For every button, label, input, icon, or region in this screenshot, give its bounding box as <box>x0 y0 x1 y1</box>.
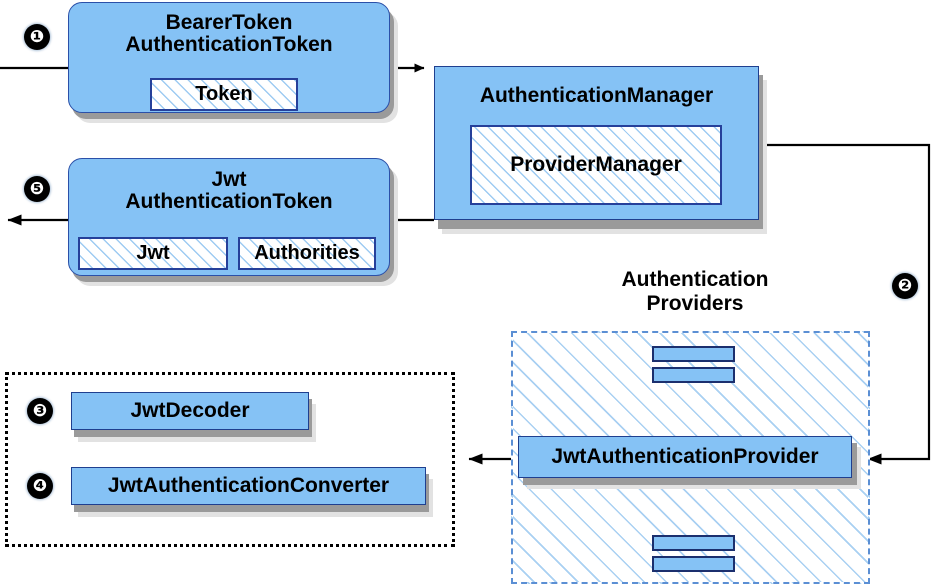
bearer-token-inner-token-box[interactable]: Token <box>150 78 298 111</box>
authentication-providers-caption-line2: Providers <box>646 291 744 315</box>
jwt-token-title-line1: Jwt <box>211 168 247 191</box>
authorities-label: Authorities <box>254 242 360 264</box>
provider-manager-label: ProviderManager <box>510 153 682 176</box>
node-jwt-authentication-provider[interactable]: JwtAuthenticationProvider <box>518 436 852 478</box>
node-jwt-decoder[interactable]: JwtDecoder <box>71 392 309 430</box>
jwt-token-inner-jwt-box[interactable]: Jwt <box>78 237 228 270</box>
provider-stub-bar-top-2 <box>652 367 735 383</box>
authentication-providers-caption: Authentication Providers <box>590 268 800 315</box>
jwt-authentication-provider-label: JwtAuthenticationProvider <box>551 445 819 468</box>
badge-1: ❶ <box>24 24 50 50</box>
jwt-token-title: Jwt AuthenticationToken <box>69 168 389 214</box>
provider-manager-inner-box[interactable]: ProviderManager <box>470 125 722 205</box>
jwt-label: Jwt <box>136 242 170 264</box>
jwt-token-inner-authorities-box[interactable]: Authorities <box>238 237 376 270</box>
authentication-manager-title: AuthenticationManager <box>435 84 758 107</box>
authentication-manager-title-text: AuthenticationManager <box>479 84 714 107</box>
badge-2: ❷ <box>892 273 918 299</box>
provider-stub-bar-bottom-1 <box>652 535 735 551</box>
jwt-authentication-converter-label: JwtAuthenticationConverter <box>107 474 390 497</box>
authentication-providers-caption-line1: Authentication <box>621 268 769 291</box>
badge-5: ❺ <box>24 176 50 202</box>
jwt-decoder-label: JwtDecoder <box>130 399 250 422</box>
token-label: Token <box>195 83 253 105</box>
bearer-token-title-line2: AuthenticationToken <box>125 33 333 57</box>
bearer-token-title-line1: BearerToken <box>165 11 293 34</box>
bearer-token-title: BearerToken AuthenticationToken <box>69 11 389 57</box>
provider-stub-bar-bottom-2 <box>652 556 735 572</box>
badge-4: ❹ <box>27 473 53 499</box>
jwt-support-container <box>5 372 455 547</box>
provider-stub-bar-top-1 <box>652 346 735 362</box>
jwt-token-title-line2: AuthenticationToken <box>125 190 333 214</box>
node-jwt-authentication-converter[interactable]: JwtAuthenticationConverter <box>71 467 426 505</box>
badge-3: ❸ <box>27 398 53 424</box>
